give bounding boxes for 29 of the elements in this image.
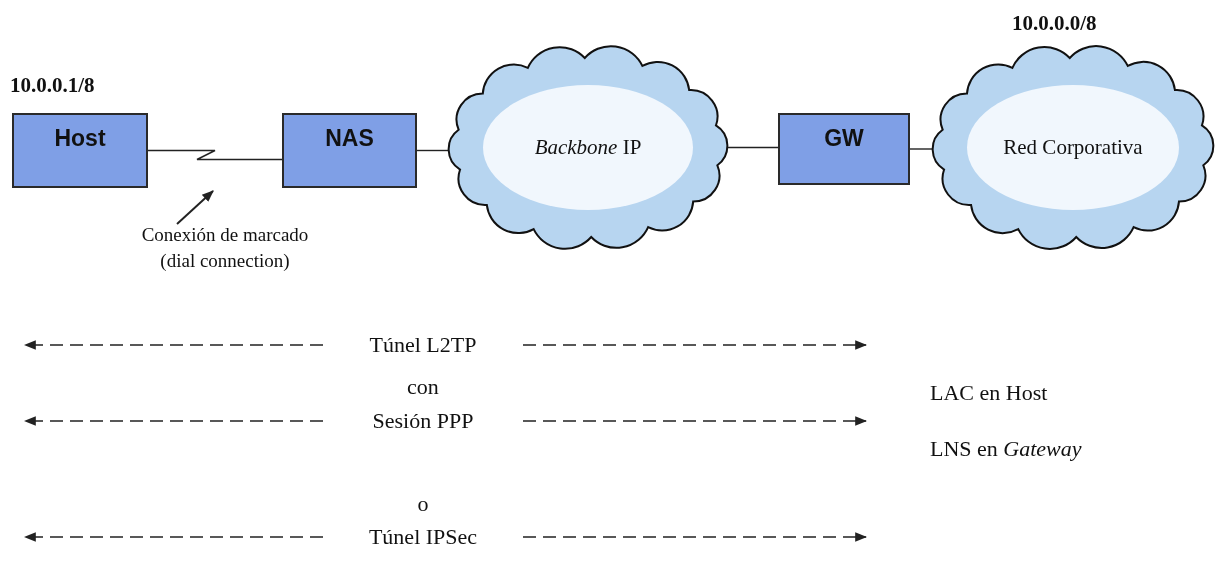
note-text: o xyxy=(416,490,430,518)
device-label: NAS xyxy=(325,127,374,150)
tunnel-label: Sesión PPP xyxy=(323,404,523,438)
dashed-arrow xyxy=(23,532,324,542)
callout-text: Conexión de marcado (dial connection) xyxy=(115,222,335,282)
device-box xyxy=(778,113,910,185)
note-text: LAC en Host xyxy=(930,379,1049,407)
tunnel-label: Túnel L2TP xyxy=(323,328,523,362)
ip-address: 10.0.0.0/8 xyxy=(1012,10,1097,37)
dashed-arrow xyxy=(23,416,324,426)
connector-line xyxy=(909,148,933,150)
device-label: Host xyxy=(54,127,106,150)
dashed-arrow xyxy=(522,532,868,542)
leader-arrow xyxy=(176,190,214,225)
connector-line xyxy=(416,149,449,152)
cloud-label: Red Corporativa xyxy=(1003,133,1143,161)
device-box xyxy=(12,113,148,188)
dashed-arrow xyxy=(522,416,868,426)
tunnel-label: Túnel IPSec xyxy=(323,520,523,554)
dashed-arrow xyxy=(23,340,324,350)
connector-line xyxy=(727,146,779,149)
ip-address: 10.0.0.1/8 xyxy=(10,72,95,99)
note-text: con xyxy=(406,373,440,401)
dashed-arrow xyxy=(522,340,868,350)
device-box xyxy=(282,113,417,188)
connector-line xyxy=(147,149,283,161)
device-label: GW xyxy=(824,127,864,150)
cloud-label: Backbone IP xyxy=(534,133,642,161)
note-text: LNS en Gateway xyxy=(930,435,1083,463)
